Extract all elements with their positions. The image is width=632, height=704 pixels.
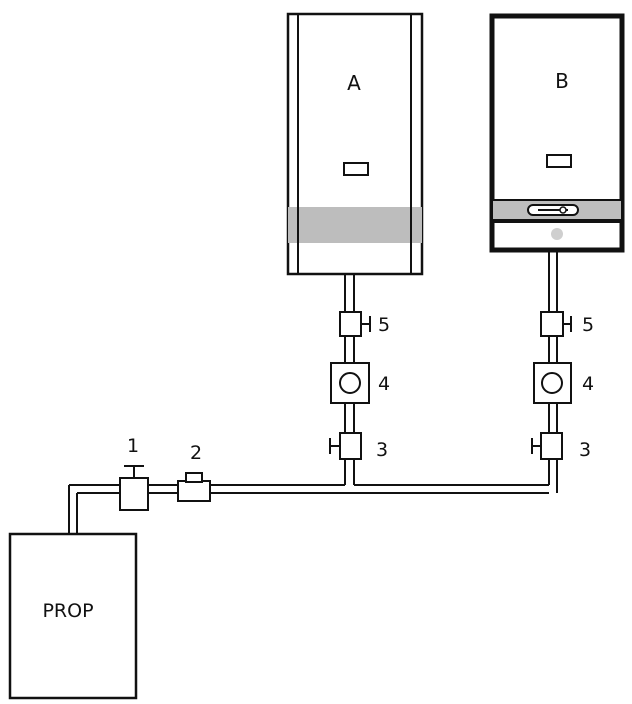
line-b-lower-valve: 3 bbox=[531, 432, 591, 461]
propane-tank: PROP bbox=[8, 532, 138, 700]
b-meter-4-label: 4 bbox=[582, 373, 594, 395]
heater-a-band bbox=[288, 207, 422, 243]
main-shutoff-valve: 1 bbox=[119, 435, 149, 511]
line-b-upper-valve: 5 bbox=[540, 311, 594, 337]
b-valve-5-label: 5 bbox=[582, 314, 594, 336]
heater-b-label: B bbox=[555, 69, 569, 93]
line-a-upper-valve: 5 bbox=[339, 311, 390, 337]
heater-b-indicator-light bbox=[551, 228, 563, 240]
valve-1-label: 1 bbox=[127, 435, 139, 457]
pressure-regulator: 2 bbox=[177, 442, 211, 502]
regulator-2-label: 2 bbox=[190, 442, 202, 464]
line-b-meter: 4 bbox=[533, 362, 594, 404]
heater-b-display bbox=[546, 154, 572, 168]
tank-body bbox=[8, 532, 138, 700]
heater-b: B bbox=[489, 13, 625, 253]
heater-b-knob-icon bbox=[559, 206, 567, 214]
line-a-lower-valve: 3 bbox=[329, 432, 388, 461]
tank-label: PROP bbox=[42, 600, 93, 622]
heater-a-display bbox=[343, 162, 369, 176]
a-meter-4-label: 4 bbox=[378, 373, 390, 395]
a-valve-3-label: 3 bbox=[376, 439, 388, 461]
line-a-meter: 4 bbox=[330, 362, 390, 404]
b-valve-3-label: 3 bbox=[579, 439, 591, 461]
heater-a-label: A bbox=[347, 71, 361, 95]
a-valve-5-label: 5 bbox=[378, 314, 390, 336]
heater-a: A bbox=[286, 12, 424, 276]
